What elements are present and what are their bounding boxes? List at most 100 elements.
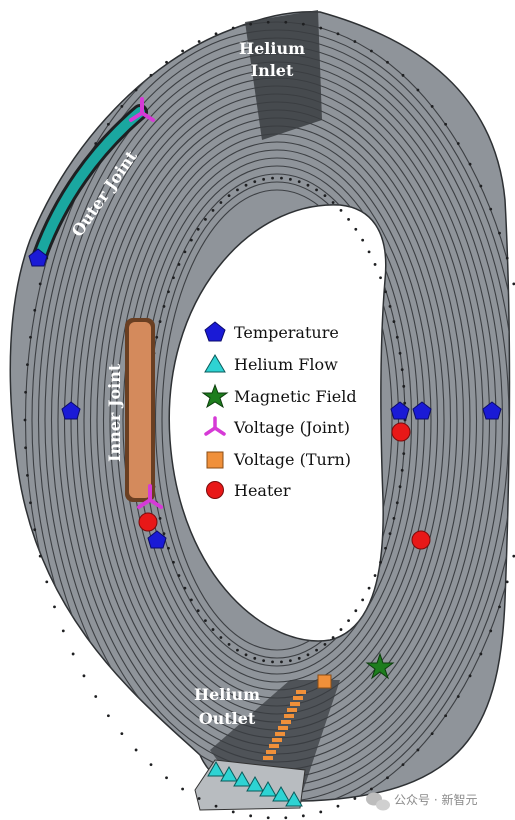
turn-voltage-tap [278,726,288,730]
coil-dot [353,797,357,800]
coil-dot [177,263,181,266]
coil-dot [82,674,86,678]
wechat-icon [366,792,390,811]
coil-dot [183,586,187,590]
turn-voltage-tap [269,744,279,748]
watermark-text: 公众号 · 新智元 [394,792,477,807]
coil-dot [430,732,434,736]
helium-outlet-line2: Outlet [199,709,256,728]
coil-dot [197,797,201,800]
temperature-sensor-left [61,401,81,420]
coil-dot [456,142,460,145]
coil-dot [400,468,404,472]
coil-dot [444,122,448,126]
coil-dot [400,368,404,372]
coil-dot [38,554,42,558]
coil-dot [158,517,162,520]
coil-dot [165,60,168,64]
coil-dot [331,201,335,204]
coil-dot [297,656,301,660]
coil-dot [392,517,396,520]
turn-voltage-tap [272,738,282,742]
coil-dot [479,184,483,188]
coil-dot [253,656,257,660]
inner-joint-label: Inner Joint [105,363,124,462]
coil-dot [288,177,292,181]
coil-dot [29,335,32,339]
coil-dot [498,605,501,609]
coil-dot [134,88,138,92]
turn-voltage-tap [287,708,297,712]
coil-dot [306,183,310,187]
magnetic-field-sensor [365,652,395,680]
legend-voltage-joint-icon [204,416,226,436]
coil-dot [319,810,323,814]
coil-dot [353,40,357,43]
coil-dot [266,816,270,820]
coil-dot [211,628,215,631]
coil-dot [236,648,239,652]
coil-dot [231,26,235,30]
coil-dot [301,814,305,818]
coil-dot [398,351,402,355]
coil-dot [162,304,166,308]
legend-magnetic-field-label: Magnetic Field [234,387,357,406]
helium-inlet-leads [245,10,322,140]
coil-dot [33,528,37,532]
coil-dot [284,816,288,820]
coil-dot [505,580,509,584]
coil-dot [26,363,29,367]
coil-dot [155,335,159,339]
coil-dot [395,335,399,339]
turn-voltage-tap [281,720,291,724]
coil-dot [306,653,310,657]
coil-dot [24,390,28,394]
coil-dot [392,320,396,323]
coil-dot [61,629,65,633]
coil-dot [196,227,200,231]
coil-dot [388,532,392,536]
coil-dot [280,176,283,180]
coil-dot [253,180,257,184]
coil-dot [189,238,193,242]
helium-flow-sensor [259,780,277,797]
watermark: 公众号 · 新智元 [366,792,477,811]
helium-flow-sensor [272,785,290,802]
legend-voltage-turn-icon [206,451,224,469]
coil-dot [158,320,162,323]
coil-dot [204,217,207,221]
coil-dot [167,290,170,294]
temperature-sensor-inner-joint [147,530,167,549]
turn-voltage-tap [290,702,300,706]
coil-dot [505,256,509,260]
coil-dot [479,652,483,656]
coil-dot [219,201,223,204]
coil-dot [177,574,181,577]
helium-flow-sensor [220,765,238,782]
coil-dot [214,32,218,36]
helium-flow-sensor [233,770,251,787]
coil-dot [336,804,340,808]
coil-dot [227,642,231,646]
coil-dot [204,619,207,623]
coil-dot [315,648,318,652]
coil-dot [23,418,27,422]
coil-dot [167,546,170,550]
coil-dot [297,180,301,184]
coil-dot [149,763,153,767]
turn-voltage-tap [296,690,306,694]
inner-joint: Inner Joint [105,318,155,502]
coil-dot [196,609,200,613]
coil-dot [249,22,253,26]
helium-outlet-label: Helium Outlet [194,685,260,728]
helium-flow-sensors [207,760,303,807]
coil-dot [262,177,266,181]
legend: Temperature Helium Flow Magnetic Field V… [201,321,357,500]
coil-dot [231,810,235,814]
sensor-markers [28,97,502,807]
coil-dot [361,598,365,602]
coil-dot [24,446,28,450]
helium-inlet-line1: Helium [239,39,305,58]
